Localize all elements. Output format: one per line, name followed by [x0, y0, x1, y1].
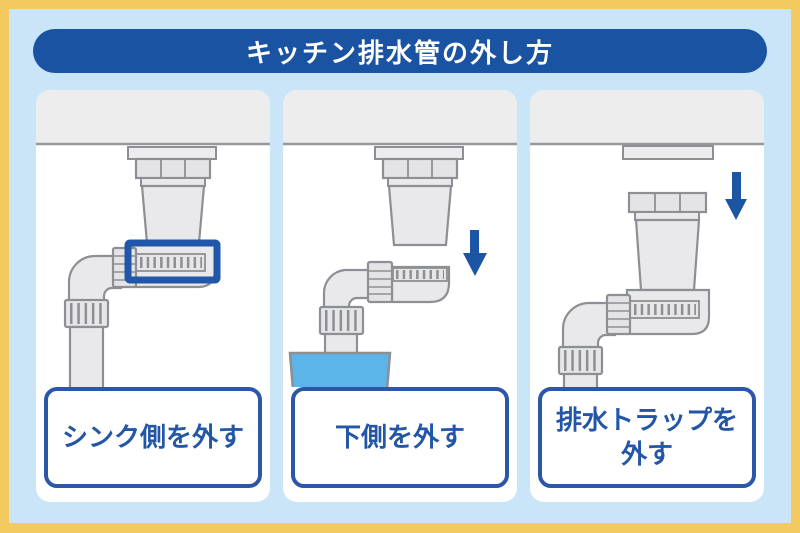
drain-flange	[374, 146, 464, 160]
step3-illustration	[530, 90, 764, 387]
pipe-coupling	[318, 305, 365, 336]
step-label: シンク側を外す	[61, 421, 244, 452]
drain-plate	[622, 145, 714, 160]
step-label-box: 下側を外す	[291, 387, 509, 488]
pipe-coupling	[557, 345, 604, 376]
step-panel-3: 排水トラップを 外す	[530, 90, 764, 502]
sink-bottom	[36, 90, 270, 146]
drain-pipe	[562, 372, 599, 387]
step-label-box: 排水トラップを 外す	[538, 387, 756, 488]
slip-nut	[134, 157, 212, 187]
compression-nut	[366, 260, 394, 304]
step-panel-1: シンク側を外す	[36, 90, 270, 502]
compression-nut	[605, 293, 632, 336]
trap-outlet	[131, 241, 217, 289]
elbow-pipe	[561, 301, 617, 350]
trap-cup	[634, 218, 701, 292]
drain-flange	[127, 146, 217, 160]
sink-bottom	[283, 90, 517, 146]
pipe-coupling	[63, 298, 110, 329]
step-panel-2: 下側を外す	[283, 90, 517, 502]
step2-illustration	[283, 90, 517, 387]
page-title: キッチン排水管の外し方	[245, 37, 554, 68]
bucket	[288, 351, 392, 387]
highlight-box	[124, 239, 221, 284]
trap-outlet	[390, 265, 451, 304]
trap-outlet	[625, 288, 711, 336]
elbow-pipe	[322, 268, 378, 316]
down-arrow-icon	[725, 172, 747, 220]
step-label: 排水トラップを 外す	[555, 404, 738, 469]
down-arrow-icon	[463, 230, 487, 276]
step-label: 下側を外す	[334, 421, 465, 452]
slip-nut	[381, 157, 459, 187]
drain-pipe	[68, 325, 105, 387]
trap-cup	[140, 184, 206, 245]
sink-bottom	[530, 90, 764, 146]
slip-nut	[627, 191, 708, 221]
step1-illustration	[36, 90, 270, 387]
title-banner: キッチン排水管の外し方	[33, 29, 767, 73]
elbow-pipe	[67, 254, 123, 303]
step-label-box: シンク側を外す	[44, 387, 262, 488]
trap-cup	[387, 184, 453, 247]
